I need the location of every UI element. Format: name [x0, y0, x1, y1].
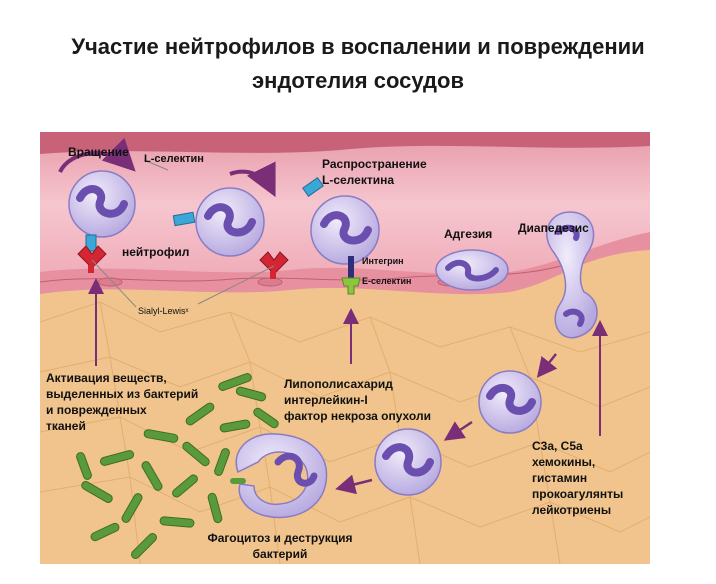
inflammation-illustration: Вращение L-селектин Распространение L-се…	[40, 132, 650, 564]
label-phagocytosis-line-2: бактерий	[253, 547, 308, 561]
label-integrin: Интегрин	[362, 256, 404, 266]
bacteria-cluster	[76, 373, 279, 559]
l-selectin-molecule	[172, 211, 196, 227]
label-activation-line-4: тканей	[46, 419, 86, 433]
neutrophil-cell	[310, 195, 380, 265]
label-mediators-line-1: C3a, C5a	[532, 439, 583, 453]
illustration-canvas: Вращение L-селектин Распространение L-се…	[40, 132, 650, 564]
label-adhesion: Адгезия	[444, 227, 492, 241]
e-selectin-molecule	[341, 277, 361, 295]
label-sialyl-lewis: Sialyl-Lewisˣ	[138, 306, 189, 316]
neutrophil-cell	[68, 170, 136, 238]
neutrophil-cell	[374, 428, 442, 496]
neutrophil-cell	[195, 187, 265, 257]
label-l-selectin: L-селектин	[144, 153, 204, 165]
label-activation-line-3: и поврежденных	[46, 403, 147, 417]
neutrophil-diapedesis	[546, 211, 598, 339]
label-phagocytosis-line-1: Фагоцитоз и деструкция	[207, 531, 352, 545]
leader-lines	[91, 159, 275, 308]
label-spread-line-1: Распространение	[322, 157, 427, 171]
label-lps-line-2: интерлейкин-I	[284, 393, 368, 407]
diagram-title: Участие нейтрофилов в воспалении и повре…	[0, 30, 716, 98]
rotation-arrow	[229, 161, 276, 198]
label-neutrophil: нейтрофил	[122, 245, 189, 259]
neutrophil-phagocytosing	[230, 433, 328, 519]
integrin-molecule	[348, 256, 354, 278]
migration-arrow	[536, 353, 558, 378]
label-activation-line-2: выделенных из бактерий	[46, 387, 198, 401]
label-rotation: Вращение	[68, 145, 129, 159]
neutrophil-adhering	[435, 249, 509, 291]
rotation-arrow	[58, 137, 136, 174]
label-mediators-line-4: прокоагулянты	[532, 487, 623, 501]
title-line-1: Участие нейтрофилов в воспалении и повре…	[71, 34, 645, 59]
l-selectin-molecule	[85, 234, 97, 252]
migration-arrow	[443, 420, 473, 441]
label-e-selectin: Е-селектин	[362, 276, 412, 286]
sialyl-lewis-receptor	[259, 251, 289, 279]
vessel-wall-top	[40, 132, 650, 154]
label-mediators-line-5: лейкотриены	[532, 503, 611, 517]
label-mediators-line-2: хемокины,	[532, 455, 595, 469]
label-spread-line-2: L-селектина	[322, 173, 394, 187]
label-lps-line-3: фактор некроза опухоли	[284, 409, 431, 423]
label-lps-line-1: Липополисахарид	[284, 377, 393, 391]
label-diapedesis: Диапедезис	[518, 221, 589, 235]
title-line-2: эндотелия сосудов	[252, 68, 464, 93]
label-mediators-line-3: гистамин	[532, 471, 587, 485]
migration-arrow	[335, 474, 373, 495]
label-activation-line-1: Активация веществ,	[46, 371, 167, 385]
l-selectin-shed-molecule	[302, 177, 324, 197]
neutrophil-cell	[478, 370, 542, 434]
sialyl-lewis-receptor	[77, 245, 107, 273]
